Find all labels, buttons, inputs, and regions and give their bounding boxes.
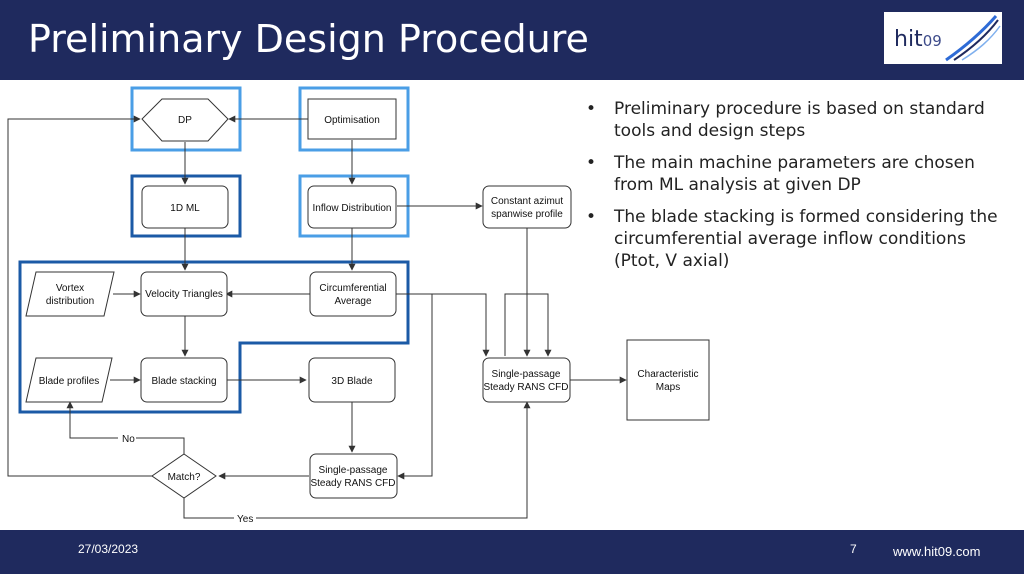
connectors bbox=[7, 115, 627, 519]
node-cfd-right: Single-passage Steady RANS CFD bbox=[482, 357, 571, 403]
node-match-label: Match? bbox=[168, 472, 201, 483]
logo-word: hit bbox=[894, 27, 923, 52]
footer-website: www.hit09.com bbox=[893, 544, 981, 559]
node-constant-azimut: Constant azimut spanwise profile bbox=[482, 185, 572, 229]
flowchart-diagram: DP Optimisation 1D ML Inflow Distributio… bbox=[7, 86, 710, 525]
slide-title: Preliminary Design Procedure bbox=[28, 17, 589, 61]
bullet-text: Preliminary procedure is based on standa… bbox=[614, 99, 985, 141]
node-azimut-line2: spanwise profile bbox=[491, 209, 563, 220]
edge-label-no: No bbox=[122, 434, 135, 445]
node-circ-line2: Average bbox=[334, 296, 372, 307]
node-velocity-label: Velocity Triangles bbox=[145, 289, 223, 300]
node-cfd-right-line2: Steady RANS CFD bbox=[483, 382, 568, 393]
edge-circ-cfd-bottom bbox=[396, 293, 433, 480]
node-1d-ml: 1D ML bbox=[141, 185, 229, 229]
logo-text: hit09 bbox=[894, 27, 942, 52]
frame-blade-design-loop bbox=[18, 260, 410, 414]
node-azimut-line1: Constant azimut bbox=[491, 196, 563, 207]
node-characteristic-maps: Characteristic Maps bbox=[626, 339, 710, 421]
node-optimisation: Optimisation bbox=[307, 98, 397, 140]
node-blade-stacking-label: Blade stacking bbox=[151, 376, 216, 387]
node-vortex-distribution: Vortex distribution bbox=[25, 271, 115, 317]
node-characteristic-line2: Maps bbox=[656, 382, 680, 393]
bullet-dot: • bbox=[586, 207, 597, 227]
bullet-list: • Preliminary procedure is based on stand… bbox=[584, 98, 1004, 282]
node-cfd-right-line1: Single-passage bbox=[492, 369, 561, 380]
node-blade-profiles-label: Blade profiles bbox=[39, 376, 100, 387]
node-cfd-bottom: Single-passage Steady RANS CFD bbox=[309, 453, 398, 499]
logo-swoosh-icon bbox=[945, 15, 1001, 62]
node-blade-profiles: Blade profiles bbox=[25, 357, 113, 403]
edge-labels: No Yes bbox=[118, 432, 256, 525]
footer-bar: 27/03/2023 7 www.hit09.com bbox=[0, 530, 1024, 574]
bullet-dot: • bbox=[586, 99, 597, 119]
node-optimisation-label: Optimisation bbox=[324, 115, 380, 126]
logo-number: 09 bbox=[922, 32, 942, 50]
node-3d-blade-label: 3D Blade bbox=[331, 376, 373, 387]
node-cfd-bottom-line2: Steady RANS CFD bbox=[310, 478, 395, 489]
node-3d-blade: 3D Blade bbox=[308, 357, 396, 403]
page-number: 7 bbox=[850, 542, 857, 556]
header-bar: Preliminary Design Procedure hit09 bbox=[0, 0, 1024, 80]
edge-match-dp bbox=[7, 115, 152, 477]
bullet-text: The blade stacking is formed considering… bbox=[614, 207, 998, 271]
node-1d-ml-label: 1D ML bbox=[170, 203, 200, 214]
edge-label-yes: Yes bbox=[237, 514, 253, 525]
edge-cfd-loop bbox=[504, 293, 552, 357]
node-circ-line1: Circumferential bbox=[319, 283, 386, 294]
node-circumferential-average: Circumferential Average bbox=[309, 271, 397, 317]
bullet-dot: • bbox=[586, 153, 597, 173]
node-vortex-line1: Vortex bbox=[56, 283, 84, 294]
node-match-decision: Match? bbox=[151, 453, 217, 499]
node-dp: DP bbox=[141, 98, 229, 142]
bullet-text: The main machine parameters are chosen f… bbox=[614, 153, 975, 195]
footer-date: 27/03/2023 bbox=[78, 542, 139, 556]
node-inflow-distribution: Inflow Distribution bbox=[307, 185, 397, 229]
bullet-item: • Preliminary procedure is based on stand… bbox=[584, 98, 1004, 142]
company-logo: hit09 bbox=[884, 12, 1002, 64]
node-vortex-line2: distribution bbox=[46, 296, 94, 307]
node-velocity-triangles: Velocity Triangles bbox=[140, 271, 228, 317]
node-blade-stacking: Blade stacking bbox=[140, 357, 228, 403]
node-characteristic-line1: Characteristic bbox=[637, 369, 698, 380]
node-dp-label: DP bbox=[178, 115, 192, 126]
edge-circ-cfd-right bbox=[432, 293, 490, 357]
bullet-item: • The main machine parameters are chosen … bbox=[584, 152, 1004, 196]
node-cfd-bottom-line1: Single-passage bbox=[319, 465, 388, 476]
frame-1d-ml bbox=[130, 174, 242, 238]
edge-match-no bbox=[66, 401, 185, 454]
edge-match-yes bbox=[183, 401, 531, 519]
bullet-item: • The blade stacking is formed considerin… bbox=[584, 206, 1004, 272]
node-inflow-label: Inflow Distribution bbox=[313, 203, 392, 214]
